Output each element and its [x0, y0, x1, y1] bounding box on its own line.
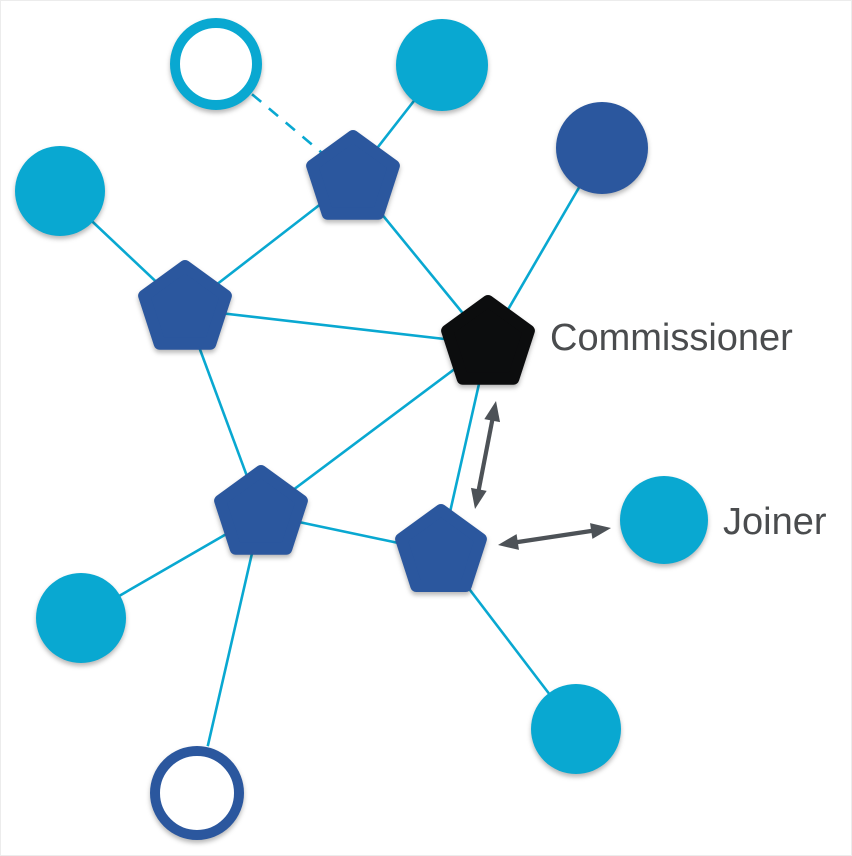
- joiner-label: Joiner: [723, 501, 827, 543]
- labels-layer: Commissioner Joiner: [550, 317, 827, 543]
- end-device-circle-bottom-right: [531, 684, 621, 774]
- router-pentagon-bottom-right: [395, 504, 487, 592]
- arrows-layer: [470, 401, 611, 550]
- arrowhead-icon: [498, 534, 519, 550]
- arrowhead-icon: [470, 487, 487, 509]
- commissioner-router-double-arrow: [475, 416, 496, 494]
- arrowhead-icon: [484, 401, 501, 423]
- end-device-circle-left: [15, 146, 105, 236]
- end-device-circle-outline-bottom: [150, 746, 244, 840]
- arrowhead-icon: [590, 523, 611, 539]
- end-device-circle-outline-top: [170, 18, 262, 110]
- router-pentagon-top: [306, 130, 400, 220]
- commissioner-pentagon: [441, 295, 535, 385]
- end-device-circle-dark-topright: [556, 102, 648, 194]
- nodes-layer: [15, 18, 708, 840]
- router-joiner-double-arrow: [513, 528, 596, 545]
- network-link: [260, 342, 489, 516]
- router-pentagon-left: [138, 260, 232, 350]
- router-pentagon-bottom-left: [214, 465, 308, 555]
- joiner-circle: [620, 476, 708, 564]
- end-device-circle-bottom-left: [36, 573, 126, 663]
- network-link: [184, 307, 489, 346]
- commissioner-label: Commissioner: [550, 317, 793, 359]
- end-device-circle-top: [396, 19, 488, 111]
